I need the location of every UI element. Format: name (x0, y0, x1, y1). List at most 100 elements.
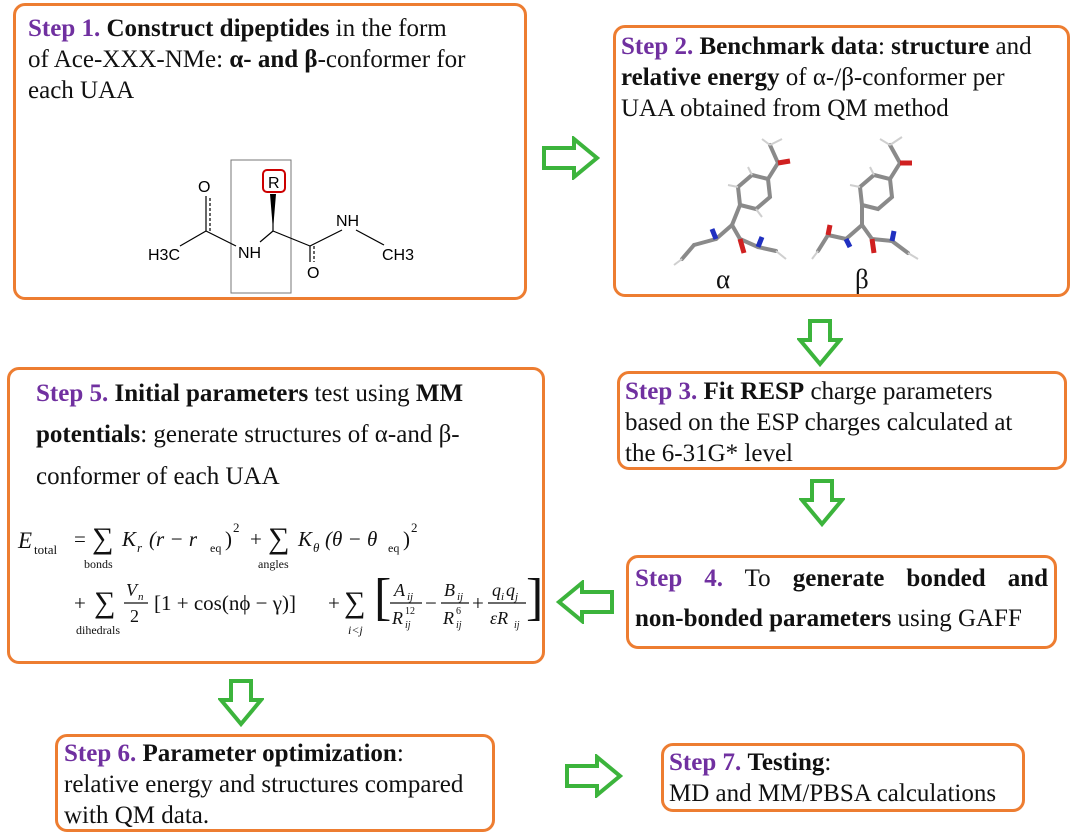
eq-sum-4: ∑ (344, 586, 365, 619)
step2-text: Step 2. Benchmark data: structure and re… (621, 31, 1061, 124)
step4-bold-b: non-bonded parameters (635, 605, 892, 632)
step4-bold-a: generate bonded and (792, 565, 1048, 592)
eq-plus2: + (74, 591, 86, 615)
step6-box (55, 734, 495, 832)
arrow-step5-to-step6 (218, 679, 264, 728)
step4-text: Step 4. To generate bonded and non-bonde… (635, 559, 1048, 639)
step7-label: Step 7. (669, 749, 742, 776)
eq-dihedrals: dihedrals (76, 623, 120, 637)
step2-bold-c: relative energy (621, 64, 780, 91)
step6-text: Step 6. Parameter optimization: relative… (64, 738, 490, 831)
ch3-label: CH3 (382, 247, 414, 264)
eq-eps: εR (490, 608, 508, 628)
step5-text: Step 5. Initial parameters test using MM… (36, 374, 534, 497)
eq-qj-sub: j (513, 591, 518, 603)
eq-eps-sub: ij (514, 620, 520, 631)
eq-theq: eq (388, 541, 399, 555)
step4-text-b: using GAFF (891, 605, 1022, 632)
step5-text-a: test using (308, 380, 416, 407)
step1-label: Step 1. (28, 15, 101, 42)
step1-text: Step 1. Construct dipeptides in the form… (28, 13, 518, 106)
conformer-beta-image (811, 136, 919, 260)
step5-bold-c: potentials (36, 421, 141, 448)
eq-sum-3: ∑ (94, 586, 115, 619)
step1-bold-a: Construct dipeptides (106, 15, 330, 42)
step1-box (13, 3, 527, 300)
arrow-step3-to-step4 (799, 479, 845, 528)
eq-lbracket: [ (374, 569, 391, 626)
step2-text-c: of α-/β-conformer per (779, 64, 1005, 91)
eq-rij6-sub: ij (456, 620, 462, 631)
step6-text-b: relative energy and structures compared (64, 771, 464, 798)
step1-text-d: each UAA (28, 77, 135, 104)
step2-text-a: : (877, 33, 892, 60)
eq-bij-sub: ij (457, 591, 463, 603)
eq-angles: angles (258, 557, 289, 571)
step3-label: Step 3. (625, 378, 698, 405)
step7-text: Step 7. Testing: MD and MM/PBSA calculat… (669, 747, 1019, 809)
h3c-label: H3C (148, 247, 180, 264)
conformer-alpha-image (673, 138, 791, 266)
eq-plus3: + (328, 591, 340, 615)
eq-qi-sub: i (501, 591, 504, 603)
step5-box (7, 367, 545, 664)
eq-rbracket: ] (526, 569, 542, 626)
step2-text-d: UAA obtained from QM method (621, 95, 949, 122)
arrow-step6-to-step7 (565, 754, 624, 798)
eq-k1: K (121, 527, 137, 551)
eq-aij-sub: ij (407, 591, 413, 603)
step3-text-b: based on the ESP charges calculated at (625, 409, 1013, 436)
step5-label: Step 5. (36, 380, 109, 407)
eq-bonds: bonds (84, 557, 113, 571)
step6-label: Step 6. (64, 740, 137, 767)
eq-vn: V (126, 580, 139, 600)
step5-text-b: : generate structures of α-and β- (140, 421, 460, 448)
step7-text-b: MD and MM/PBSA calculations (669, 780, 997, 807)
eq-close2: ) (403, 527, 410, 551)
step6-bold-a: Parameter optimization (142, 740, 397, 767)
eq-ij: i<j (348, 623, 363, 637)
eq-minus: − (425, 591, 437, 615)
arrow-step1-to-step2 (542, 136, 601, 180)
eq-two: 2 (130, 606, 139, 626)
eq-rij12: R (391, 608, 403, 628)
eq-qi: q (492, 580, 501, 600)
step6-text-c: with QM data. (64, 802, 210, 829)
step1-text-c: -conformer for (317, 46, 466, 73)
step7-box (661, 743, 1025, 812)
step5-bold-a: Initial parameters (114, 380, 309, 407)
eq-aij: A (393, 580, 406, 600)
eq-bij: B (444, 580, 455, 600)
eq-e: E (17, 528, 32, 553)
step3-text-a: charge parameters (804, 378, 993, 405)
step4-text-a: To (744, 565, 793, 592)
step5-bold-b: MM (415, 380, 464, 407)
eq-term1: (r − r (149, 527, 198, 551)
eq-sq2: 2 (411, 520, 418, 535)
arrow-step4-to-step5 (555, 580, 614, 624)
step2-text-b: and (989, 33, 1032, 60)
step1-text-b: of Ace-XXX-NMe: (28, 46, 230, 73)
o-left-label: O (198, 179, 210, 196)
eq-sum-2: ∑ (268, 522, 289, 555)
step2-label: Step 2. (621, 33, 694, 60)
step7-bold-a: Testing (747, 749, 825, 776)
arrow-step2-to-step3 (797, 319, 843, 368)
eq-p12: 12 (405, 606, 415, 617)
mm-energy-equation: E total = ∑ bonds K r (r − r eq ) 2 + ∑ … (17, 520, 542, 637)
eq-vn-sub: n (138, 591, 144, 603)
eq-qj: q (506, 580, 515, 600)
dipeptide-structure: R O NH H3C O NH CH3 (148, 159, 414, 294)
step3-box (617, 371, 1067, 470)
step1-bold-b: α- and β (229, 46, 318, 73)
beta-label: β (855, 264, 869, 294)
eq-equals: = (74, 527, 86, 551)
eq-total: total (34, 542, 57, 557)
step7-text-a: : (824, 749, 832, 776)
eq-p6: 6 (456, 606, 461, 617)
step4-box (626, 555, 1057, 649)
eq-k2: K (297, 527, 313, 551)
eq-k1-sub: r (137, 540, 143, 555)
eq-sum-1: ∑ (92, 522, 113, 555)
eq-plus1: + (250, 527, 262, 551)
